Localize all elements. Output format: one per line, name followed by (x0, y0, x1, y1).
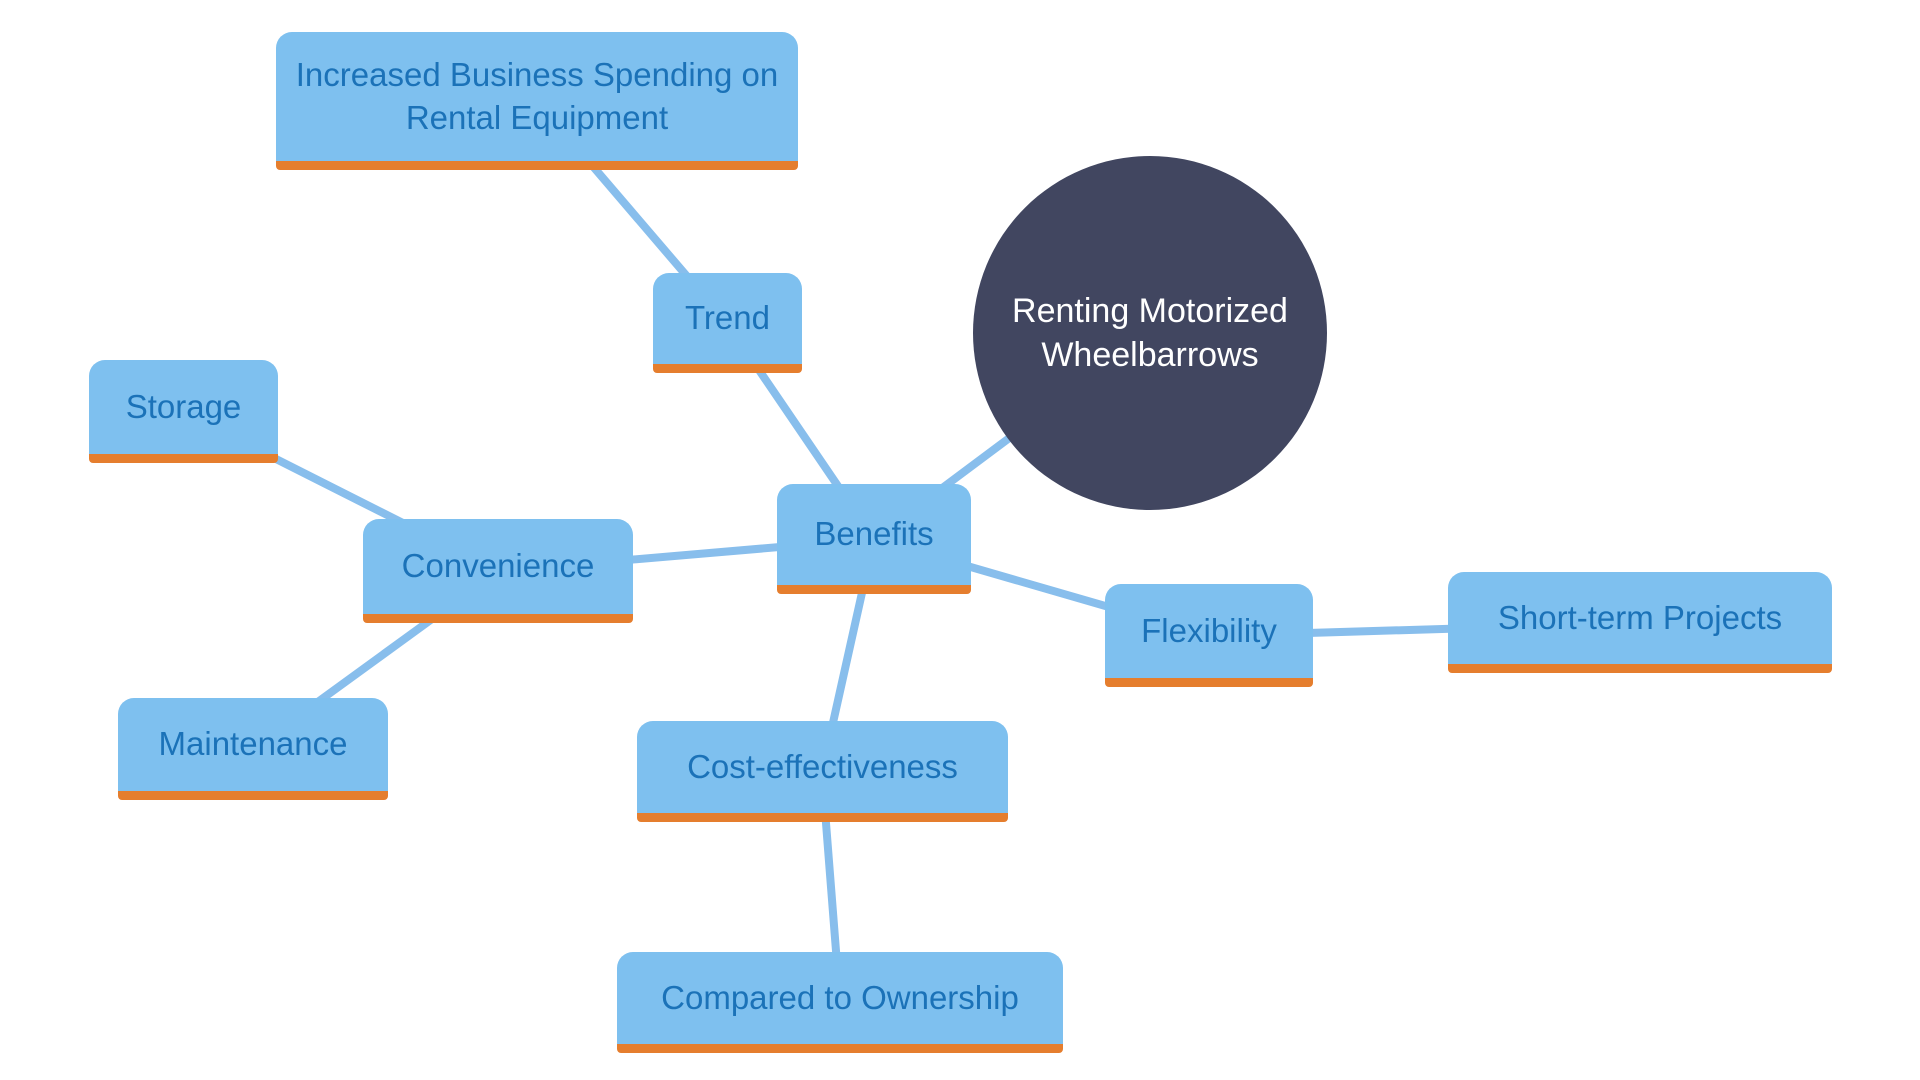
node-compared-to-ownership-label: Compared to Ownership (661, 978, 1019, 1016)
node-storage-label: Storage (125, 387, 242, 425)
node-benefits[interactable]: Benefits (777, 484, 971, 594)
node-increased-business-spending[interactable]: Increased Business Spending on Rental Eq… (276, 32, 798, 170)
node-convenience[interactable]: Convenience (363, 519, 633, 623)
node-flexibility[interactable]: Flexibility (1105, 584, 1313, 687)
node-maintenance-label: Maintenance (158, 725, 348, 763)
node-cost-effectiveness[interactable]: Cost-effectiveness (637, 721, 1008, 822)
node-flexibility-label: Flexibility (1141, 611, 1277, 649)
node-increased-business-spending-label: Increased Business Spending on Rental Eq… (295, 56, 779, 136)
node-benefits-label: Benefits (814, 515, 934, 553)
node-short-term-projects[interactable]: Short-term Projects (1448, 572, 1832, 673)
center-node-renting-motorized-wheelbarrows[interactable]: Renting Motorized Wheelbarrows (973, 156, 1327, 510)
node-maintenance[interactable]: Maintenance (118, 698, 388, 800)
node-trend-label: Trend (685, 299, 770, 337)
node-trend[interactable]: Trend (653, 273, 802, 373)
node-short-term-projects-label: Short-term Projects (1497, 598, 1783, 636)
center-node-label: Renting Motorized Wheelbarrows (1012, 291, 1288, 374)
node-compared-to-ownership[interactable]: Compared to Ownership (617, 952, 1063, 1053)
node-convenience-label: Convenience (401, 547, 595, 585)
node-storage[interactable]: Storage (89, 360, 278, 463)
node-cost-effectiveness-label: Cost-effectiveness (687, 747, 958, 785)
